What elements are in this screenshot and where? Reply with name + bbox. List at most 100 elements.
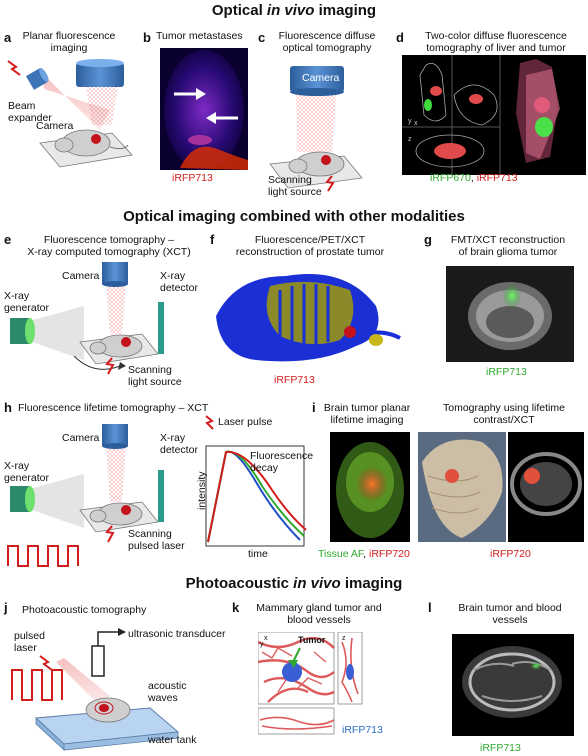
panel-letter-g: g	[424, 232, 432, 247]
probe-sep: ,	[470, 172, 477, 184]
camera-icon	[76, 59, 124, 87]
panel-letter-a: a	[4, 30, 12, 45]
heading-text: imaging	[314, 2, 377, 19]
panel-d-title: Two-color diffuse fluorescence tomograph…	[406, 30, 586, 54]
beam-expander-label: Beam expander	[8, 100, 52, 124]
xray-beam	[26, 306, 84, 360]
flt-xct-diagram	[7, 424, 164, 567]
panel-i-left-probes: Tissue AF, iRFP720	[318, 548, 410, 560]
panel-k-probe: iRFP713	[342, 724, 383, 736]
xray-generator-icon	[10, 486, 35, 512]
scanning-source-line2: light source	[128, 376, 182, 388]
panel-l-title-line2: vessels	[492, 614, 528, 626]
panel-d-title-line1: Two-color diffuse fluorescence	[425, 30, 567, 42]
pulsed-laser-line1: pulsed	[14, 630, 45, 642]
camera-icon	[290, 66, 344, 96]
tumor-signal	[524, 468, 540, 484]
heading-text-italic: in vivo	[293, 575, 341, 592]
planar-imaging-diagram	[7, 59, 133, 168]
heading-optical-in-vivo: Optical in vivo imaging	[0, 2, 588, 19]
fmt-xct-brain-image	[446, 266, 574, 362]
transducer-label: ultrasonic transducer	[128, 628, 226, 640]
probe-sep: ,	[363, 548, 369, 560]
xray-det-line1: X-ray	[160, 432, 186, 444]
panel-i-right-line2: contrast/XCT	[473, 414, 535, 426]
probe-red: iRFP713	[476, 172, 518, 184]
panel-f-title: Fluorescence/PET/XCT reconstruction of p…	[220, 234, 400, 258]
xray-gen-line2: generator	[4, 302, 49, 314]
panel-i-right-line1: Tomography using lifetime	[443, 402, 565, 414]
xray-detector-label-e: X-ray detector	[160, 270, 198, 294]
panel-f-title-line1: Fluorescence/PET/XCT	[254, 234, 366, 246]
blood-vessels	[258, 636, 335, 703]
camera-label-a: Camera	[36, 120, 74, 132]
scanning-source-line2: light source	[268, 186, 322, 198]
axis-label-z: z	[408, 136, 412, 143]
mouse-icon	[89, 334, 143, 358]
panel-a-title: Planar fluorescence imaging	[14, 30, 124, 54]
panel-letter-k: k	[232, 600, 240, 615]
panel-f-probe: iRFP713	[274, 374, 315, 386]
beam-expander-line2: expander	[8, 112, 52, 124]
sagittal-view	[453, 84, 498, 126]
acoustic-waves-line2: waves	[148, 692, 178, 704]
panel-i-right-title: Tomography using lifetime contrast/XCT	[424, 402, 584, 426]
panel-letter-b: b	[143, 30, 151, 45]
pulse-train-icon	[11, 669, 63, 701]
decay-plot	[205, 415, 307, 547]
xray-gen-line1: X-ray	[4, 460, 30, 472]
scanning-source-line1: Scanning	[128, 528, 172, 540]
mouse-icon	[288, 151, 345, 177]
pulsed-laser-label: pulsed laser	[14, 630, 45, 654]
tumor-signal	[356, 466, 388, 502]
decay-line1: Fluorescence	[250, 450, 314, 462]
emission-beam	[296, 94, 336, 152]
heading-text: Optical	[211, 2, 267, 19]
panel-letter-i: i	[312, 400, 316, 415]
heading-text: imaging	[340, 575, 403, 592]
panel-e-title-line1: Fluorescence tomography –	[43, 234, 175, 246]
laser-bolt-icon	[325, 175, 335, 192]
emission-beam	[86, 85, 118, 125]
panel-letter-f: f	[210, 232, 215, 247]
3d-rendered-view	[516, 59, 560, 163]
scanning-source-line1: Scanning	[128, 364, 172, 376]
fmt-xct-diagram	[10, 262, 164, 375]
laser-pulse-label: Laser pulse	[218, 416, 273, 428]
scanning-source-label-c: Scanning light source	[268, 174, 322, 198]
pa-brain-image	[452, 634, 574, 736]
xray-gen-line1: X-ray	[4, 290, 30, 302]
xray-detector-icon	[158, 470, 164, 522]
xray-det-line1: X-ray	[160, 270, 186, 282]
panel-f-title-line2: reconstruction of prostate tumor	[235, 246, 385, 258]
scanning-source-label-e: Scanning light source	[128, 364, 182, 388]
xray-generator-label-e: X-ray generator	[4, 290, 49, 314]
tumor-signal	[502, 284, 522, 308]
probe-green: Tissue AF	[318, 548, 364, 560]
decay-line2: decay	[250, 462, 279, 474]
xray-det-line2: detector	[160, 282, 198, 294]
xray-gen-line2: generator	[4, 472, 49, 484]
water-tank-label: water tank	[148, 734, 197, 746]
camera-icon	[102, 424, 128, 449]
xray-detector-label-h: X-ray detector	[160, 432, 198, 456]
panel-a-title-line2: imaging	[50, 42, 88, 54]
acoustic-waves-icon	[94, 701, 114, 715]
panel-letter-e: e	[4, 232, 12, 247]
panel-j-title: Photoacoustic tomography	[22, 604, 147, 616]
panel-letter-l: l	[428, 600, 432, 615]
panel-e-title-line2: X-ray computed tomography (XCT)	[27, 246, 191, 258]
mouse-icon	[85, 697, 131, 723]
panel-a-title-line1: Planar fluorescence	[22, 30, 116, 42]
panel-k-title-line1: Mammary gland tumor and	[256, 602, 382, 614]
heading-text-italic: in vivo	[266, 2, 315, 19]
panel-c-title-line2: optical tomography	[282, 42, 372, 54]
panel-d-title-line2: tomography of liver and tumor	[426, 42, 566, 54]
camera-icon	[102, 262, 128, 287]
panel-c-title: Fluorescence diffuse optical tomography	[268, 30, 386, 54]
axis-label-y: y	[408, 118, 412, 125]
panel-i-left-title: Brain tumor planar lifetime imaging	[322, 402, 412, 426]
metastases-image	[160, 48, 248, 170]
laser-bolt-icon	[105, 357, 115, 375]
excitation-beam	[56, 658, 110, 702]
